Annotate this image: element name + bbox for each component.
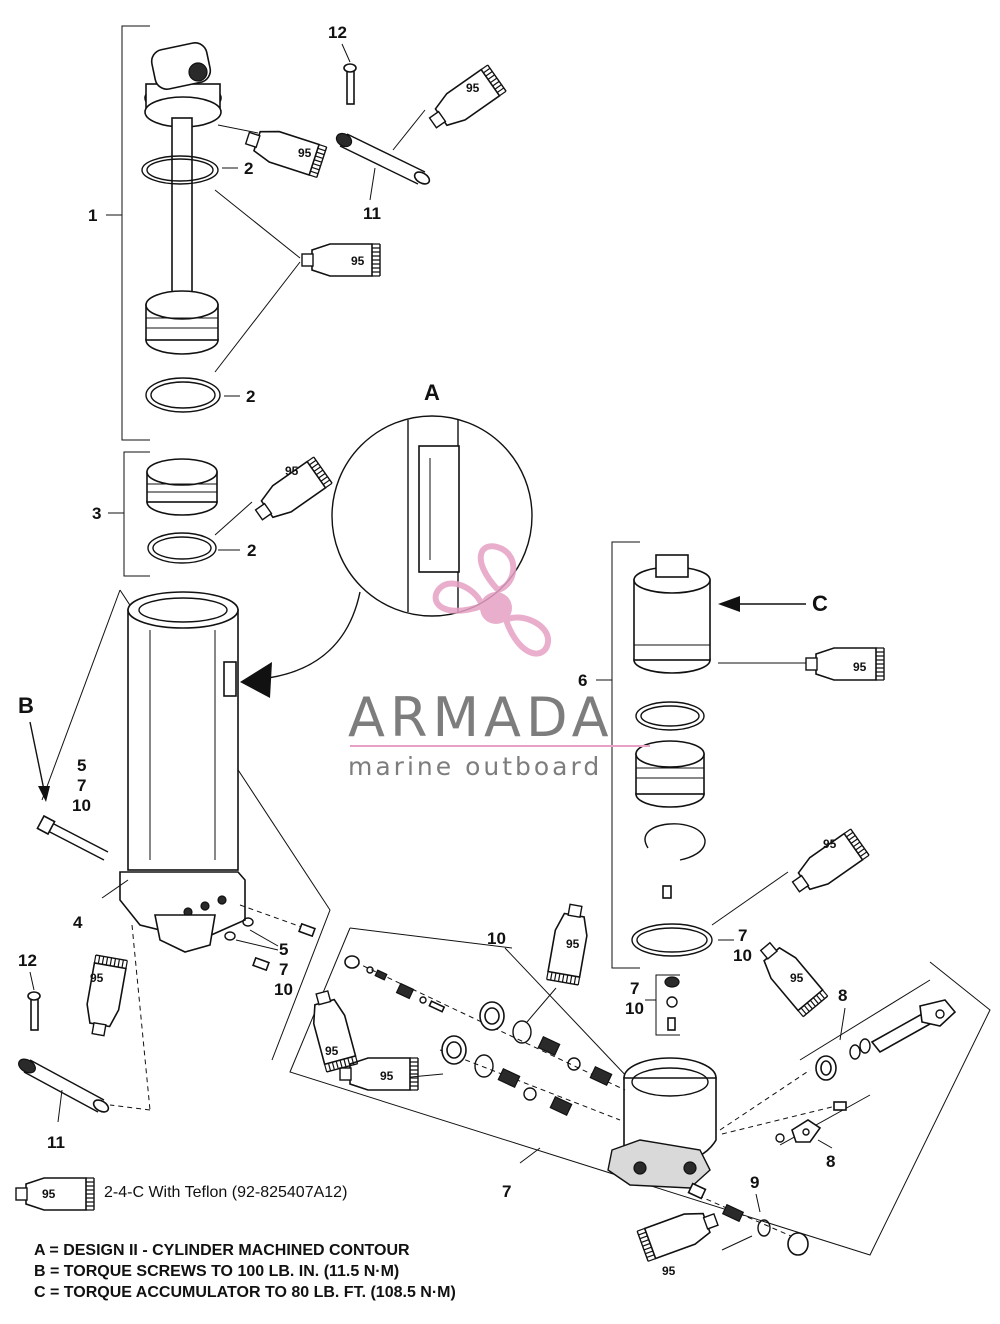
callout-10b: 10 <box>274 980 293 999</box>
tube-label: 95 <box>566 937 580 951</box>
manual-release-group: 8 8 95 <box>719 935 957 1171</box>
note-b: B = TORQUE SCREWS TO 100 LB. IN. (11.5 N… <box>34 1263 400 1280</box>
tube-label: 95 <box>662 1264 676 1278</box>
check-valve-group: 9 95 <box>636 1173 809 1278</box>
tube-label: 95 <box>285 464 299 478</box>
propeller-icon <box>432 543 551 657</box>
callout-10d: 10 <box>625 999 644 1018</box>
note-c: C = TORQUE ACCUMULATOR TO 80 LB. FT. (10… <box>34 1284 456 1301</box>
callout-9: 9 <box>750 1173 759 1192</box>
legend-tube-label: 95 <box>42 1187 56 1201</box>
callout-10a: 10 <box>72 796 91 815</box>
callout-8b: 8 <box>826 1152 835 1171</box>
manifold-group: 10 7 95 95 <box>289 901 991 1256</box>
detail-b-label: B <box>18 693 34 718</box>
callout-11a: 11 <box>363 204 381 223</box>
pivot-pin-top: 12 11 95 <box>328 23 507 223</box>
tube-label: 95 <box>90 971 104 985</box>
watermark-brand: ARMADA <box>348 686 614 749</box>
rod-assembly-group: 1 2 2 95 95 <box>88 25 381 441</box>
callout-11b: 11 <box>47 1133 65 1152</box>
callout-5b: 5 <box>279 940 288 959</box>
tube-label: 95 <box>790 971 804 985</box>
callout-2c: 2 <box>247 541 256 560</box>
tube-label: 95 <box>380 1069 394 1083</box>
callout-5a: 5 <box>77 756 86 775</box>
watermark-divider <box>350 745 650 747</box>
detail-c-label: C <box>812 591 828 616</box>
callout-7a: 7 <box>77 776 86 795</box>
callout-12a: 12 <box>328 23 347 42</box>
tube-label: 95 <box>466 81 480 95</box>
callout-6: 6 <box>578 671 587 690</box>
pivot-pin-bottom: 12 11 95 <box>18 951 129 1152</box>
notes-block: A = DESIGN II - CYLINDER MACHINED CONTOU… <box>34 1240 456 1303</box>
trim-cylinder-body: 4 <box>41 589 331 1111</box>
callout-2b: 2 <box>246 387 255 406</box>
detail-b: B 5 7 10 <box>18 693 109 861</box>
watermark-tagline: marine outboard <box>348 752 603 781</box>
legend-text: 2-4-C With Teflon (92-825407A12) <box>104 1184 348 1201</box>
note-a: A = DESIGN II - CYLINDER MACHINED CONTOU… <box>34 1242 410 1259</box>
detail-a-label: A <box>424 380 440 405</box>
callout-7d: 7 <box>630 979 639 998</box>
callout-1: 1 <box>88 206 97 225</box>
memory-piston-group: 3 2 95 <box>92 451 333 577</box>
accumulator-group: 6 C 95 7 10 95 7 10 <box>578 541 885 1036</box>
callout-4: 4 <box>73 913 83 932</box>
callout-7c: 7 <box>738 926 747 945</box>
tube-label: 95 <box>823 837 837 851</box>
callout-3: 3 <box>92 504 101 523</box>
tube-label: 95 <box>325 1044 339 1058</box>
callout-10c: 10 <box>733 946 752 965</box>
callout-7b: 7 <box>279 960 288 979</box>
tube-label: 95 <box>853 660 867 674</box>
callout-12b: 12 <box>18 951 37 970</box>
callout-10e: 10 <box>487 929 506 948</box>
callout-2a: 2 <box>244 159 253 178</box>
callout-8a: 8 <box>838 986 847 1005</box>
screws-group: 5 7 10 <box>224 904 316 999</box>
tube-label: 95 <box>298 146 312 160</box>
tube-label: 95 <box>351 254 365 268</box>
detail-a: A <box>240 380 533 698</box>
callout-7e: 7 <box>502 1182 511 1201</box>
